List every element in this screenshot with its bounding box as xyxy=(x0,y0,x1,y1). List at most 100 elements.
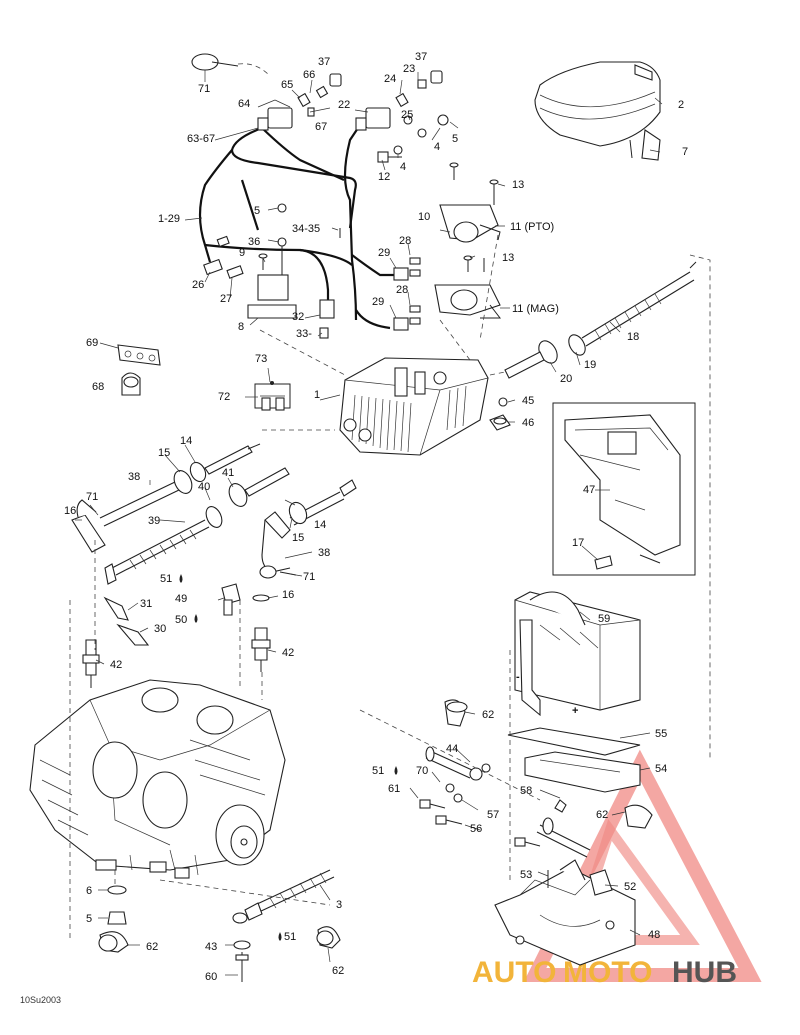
callout-38b: 38 xyxy=(318,547,330,559)
callout-17: 17 xyxy=(572,537,584,549)
callout-34-35: 34-35 xyxy=(292,223,320,235)
callout-62: 62 xyxy=(482,709,494,721)
callout-68: 68 xyxy=(92,381,104,393)
callout-66: 66 xyxy=(303,69,315,81)
callout-7: 7 xyxy=(682,146,688,158)
callout-36: 36 xyxy=(248,236,260,248)
callout-58: 58 xyxy=(520,785,532,797)
callout-63-67: 63-67 xyxy=(187,133,215,145)
callout-51c: 51 xyxy=(284,931,296,943)
callout-71b: 71 xyxy=(86,491,98,503)
callout-28b: 28 xyxy=(396,284,408,296)
callout-9: 9 xyxy=(239,247,245,259)
callout-48: 48 xyxy=(648,929,660,941)
clips-small-parts xyxy=(117,344,291,411)
callout-32: 32 xyxy=(292,311,304,323)
callout-47: 47 xyxy=(583,484,595,496)
callout-50: 50 xyxy=(175,614,187,626)
callout-4b: 4 xyxy=(400,161,406,173)
callout-1-29: 1-29 xyxy=(158,213,180,225)
callout-28: 28 xyxy=(399,235,411,247)
drop-icon xyxy=(394,766,398,775)
callout-14b: 14 xyxy=(314,519,326,531)
callout-61: 61 xyxy=(388,783,400,795)
callout-5c: 5 xyxy=(86,913,92,925)
callout-6: 6 xyxy=(86,885,92,897)
callout-1: 1 xyxy=(314,389,320,401)
leader-lines xyxy=(75,70,663,976)
callout-8: 8 xyxy=(238,321,244,333)
callout-5: 5 xyxy=(452,133,458,145)
callout-27: 27 xyxy=(220,293,232,305)
control-module xyxy=(259,234,511,456)
callout-12: 12 xyxy=(378,171,390,183)
callout-16b: 16 xyxy=(282,589,294,601)
callout-11-pto: 11 (PTO) xyxy=(510,221,554,233)
callout-56: 56 xyxy=(470,823,482,835)
battery-positive-label: + xyxy=(572,705,578,717)
callout-51b: 51 xyxy=(372,765,384,777)
callout-5b: 5 xyxy=(254,205,260,217)
callout-53: 53 xyxy=(520,869,532,881)
callout-15: 15 xyxy=(158,447,170,459)
callout-22: 22 xyxy=(338,99,350,111)
callout-70: 70 xyxy=(416,765,428,777)
callout-2: 2 xyxy=(678,99,684,111)
bracket-inset xyxy=(552,402,696,576)
callout-59: 59 xyxy=(598,613,610,625)
callout-57: 57 xyxy=(487,809,499,821)
callout-4: 4 xyxy=(434,141,440,153)
callout-37b: 37 xyxy=(415,51,427,63)
drop-icon xyxy=(194,614,198,623)
callout-25: 25 xyxy=(401,109,413,121)
lubricant-drop-icons xyxy=(179,574,398,941)
callout-72: 72 xyxy=(218,391,230,403)
callout-73: 73 xyxy=(255,353,267,365)
callout-69: 69 xyxy=(86,337,98,349)
drop-icon xyxy=(179,574,183,583)
callout-20: 20 xyxy=(560,373,572,385)
callout-52: 52 xyxy=(624,881,636,893)
battery-cables xyxy=(419,746,653,966)
callout-55: 55 xyxy=(655,728,667,740)
bottom-hardware xyxy=(98,869,341,982)
callout-45: 45 xyxy=(522,395,534,407)
battery: - + xyxy=(444,591,641,793)
engine xyxy=(29,254,711,940)
spark-plugs xyxy=(82,583,271,688)
callout-43: 43 xyxy=(205,941,217,953)
callout-67: 67 xyxy=(315,121,327,133)
callout-54: 54 xyxy=(655,763,667,775)
callout-62d: 62 xyxy=(332,965,344,977)
callout-29b: 29 xyxy=(372,296,384,308)
callout-24: 24 xyxy=(384,73,396,85)
callout-37: 37 xyxy=(318,56,330,68)
watermark-auto: AUTO xyxy=(472,956,556,989)
callout-64: 64 xyxy=(238,98,250,110)
callout-62c: 62 xyxy=(146,941,158,953)
callout-49: 49 xyxy=(175,593,187,605)
callout-65: 65 xyxy=(281,79,293,91)
callout-46: 46 xyxy=(522,417,534,429)
callout-13: 13 xyxy=(512,179,524,191)
callout-10: 10 xyxy=(418,211,430,223)
callout-38: 38 xyxy=(128,471,140,483)
callout-11-mag: 11 (MAG) xyxy=(512,303,559,315)
watermark-hub: HUB xyxy=(672,956,737,989)
callout-15b: 15 xyxy=(292,532,304,544)
callout-23: 23 xyxy=(403,63,415,75)
watermark-logo: AUTO MOTO HUB xyxy=(472,749,762,989)
callout-42b: 42 xyxy=(282,647,294,659)
callout-29: 29 xyxy=(378,247,390,259)
callout-26: 26 xyxy=(192,279,204,291)
callout-51: 51 xyxy=(160,573,172,585)
callout-71: 71 xyxy=(198,83,210,95)
drop-icon xyxy=(278,932,282,941)
callout-42: 42 xyxy=(110,659,122,671)
callout-44: 44 xyxy=(446,743,458,755)
callout-33: 33- xyxy=(296,328,312,340)
callout-18: 18 xyxy=(627,331,639,343)
callout-41: 41 xyxy=(222,467,234,479)
callout-30: 30 xyxy=(154,623,166,635)
